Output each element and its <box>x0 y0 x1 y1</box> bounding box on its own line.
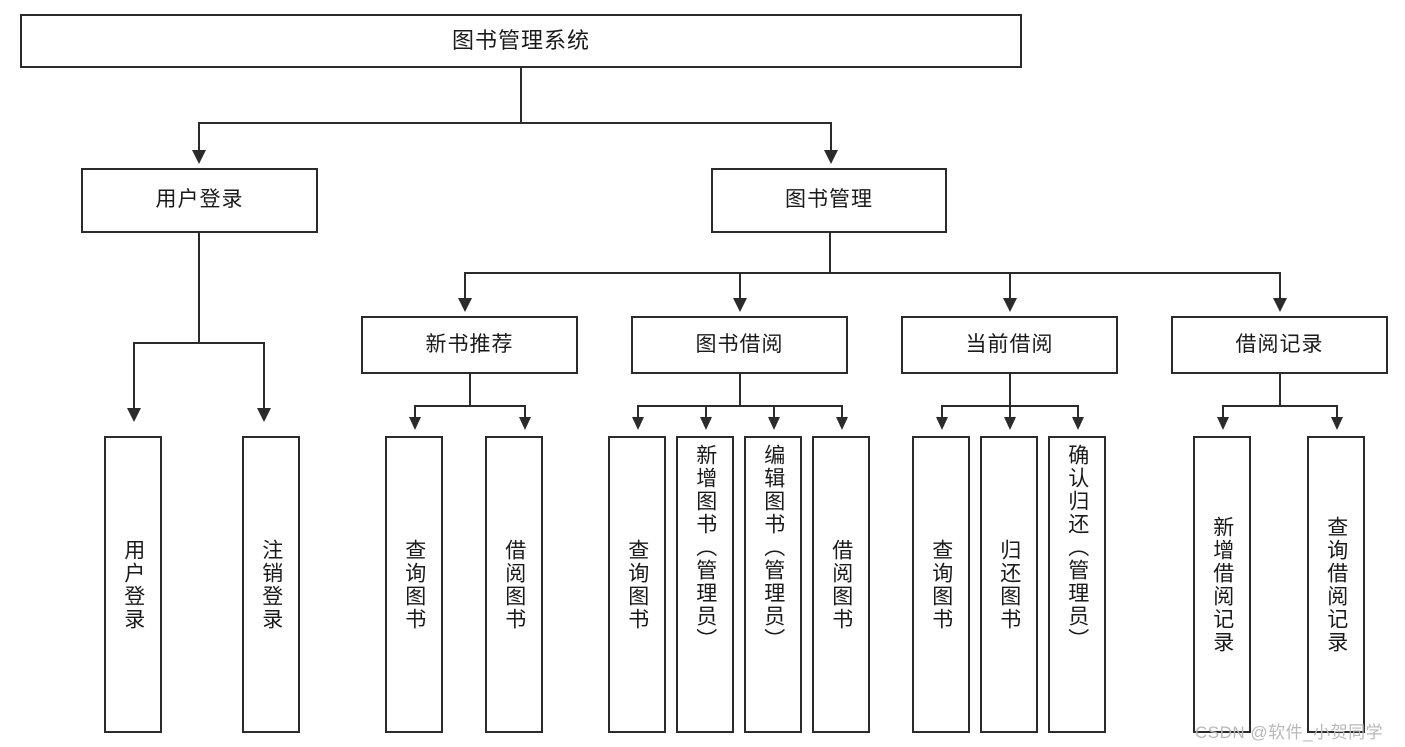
leaf-add-borrow-record[interactable]: 新增借阅记录 <box>1193 436 1251 733</box>
arrowhead-borrow-record-leaf-1 <box>1217 417 1229 430</box>
leaf-confirm-return-admin[interactable]: 确认归还（管理员） <box>1048 436 1106 733</box>
connector-book-borrow-leaf-1 <box>637 405 639 419</box>
connector-book-borrow-leaf-2 <box>705 405 707 419</box>
connector-book-borrow-stem <box>739 374 741 406</box>
node-label: 用户登录 <box>121 538 145 631</box>
arrowhead-book-borrow-leaf-3 <box>768 417 780 430</box>
connector-new-book-leaf-1 <box>414 405 416 419</box>
connector-current-borrow-leaf-3 <box>1077 405 1079 419</box>
node-user-login[interactable]: 用户登录 <box>81 168 318 233</box>
arrowhead-user-login-leaf-1 <box>127 408 141 422</box>
leaf-return-book[interactable]: 归还图书 <box>980 436 1038 733</box>
arrowhead-bm-to-new-book <box>458 298 472 312</box>
node-book-management[interactable]: 图书管理 <box>711 168 947 233</box>
connector-bm-to-borrow-record <box>1279 272 1281 300</box>
arrowhead-user-login-leaf-2 <box>257 408 271 422</box>
leaf-query-book-current[interactable]: 查询图书 <box>912 436 970 733</box>
node-new-book-recommend[interactable]: 新书推荐 <box>361 316 578 374</box>
arrowhead-borrow-record-leaf-2 <box>1331 417 1343 430</box>
connector-current-borrow-stem <box>1009 374 1011 406</box>
leaf-edit-book-admin[interactable]: 编辑图书（管理员） <box>744 436 802 733</box>
connector-root-to-user-login <box>198 122 200 152</box>
connector-book-management-stem <box>829 233 831 273</box>
node-label: 查询图书 <box>625 538 649 631</box>
node-label: 新增图书（管理员） <box>693 444 717 651</box>
connector-root-bus <box>198 122 832 124</box>
arrowhead-current-borrow-leaf-2 <box>1004 417 1016 430</box>
arrowhead-root-to-book-management <box>824 150 838 164</box>
node-borrow-record[interactable]: 借阅记录 <box>1171 316 1388 374</box>
connector-new-book-leaf-2 <box>524 405 526 419</box>
arrowhead-bm-to-current-borrow <box>1003 298 1017 312</box>
connector-bm-to-book-borrow <box>739 272 741 300</box>
connector-borrow-record-leaf-1 <box>1222 405 1224 419</box>
arrowhead-current-borrow-leaf-1 <box>936 417 948 430</box>
arrowhead-book-borrow-leaf-2 <box>700 417 712 430</box>
connector-new-book-bus <box>414 405 526 407</box>
leaf-query-book-borrow[interactable]: 查询图书 <box>608 436 666 733</box>
node-label: 编辑图书（管理员） <box>761 444 785 651</box>
connector-root-stem <box>520 68 522 123</box>
leaf-borrow-book-recommend[interactable]: 借阅图书 <box>485 436 543 733</box>
arrowhead-book-borrow-leaf-4 <box>836 417 848 430</box>
node-label: 图书管理系统 <box>451 28 590 54</box>
node-label: 当前借阅 <box>965 332 1054 356</box>
connector-current-borrow-leaf-2 <box>1009 405 1011 419</box>
connector-borrow-record-leaf-2 <box>1336 405 1338 419</box>
connector-user-login-bus <box>133 342 265 344</box>
leaf-borrow-book[interactable]: 借阅图书 <box>812 436 870 733</box>
connector-book-management-bus <box>464 272 1280 274</box>
node-label: 注销登录 <box>259 538 283 631</box>
arrowhead-bm-to-borrow-record <box>1273 298 1287 312</box>
node-label: 借阅记录 <box>1235 332 1324 356</box>
connector-borrow-record-bus <box>1222 405 1338 407</box>
connector-user-login-to-leaf-2 <box>263 342 265 410</box>
node-book-borrow[interactable]: 图书借阅 <box>631 316 848 374</box>
node-label: 用户登录 <box>155 188 244 212</box>
connector-user-login-stem <box>198 233 200 343</box>
connector-user-login-to-leaf-1 <box>133 342 135 410</box>
arrowhead-new-book-leaf-1 <box>409 417 421 430</box>
connector-root-to-book-management <box>830 122 832 152</box>
node-current-borrow[interactable]: 当前借阅 <box>901 316 1118 374</box>
node-label: 借阅图书 <box>502 538 526 631</box>
connector-new-book-stem <box>469 374 471 406</box>
arrowhead-current-borrow-leaf-3 <box>1072 417 1084 430</box>
node-label: 查询图书 <box>402 538 426 631</box>
node-label: 确认归还（管理员） <box>1065 444 1089 651</box>
connector-bm-to-current-borrow <box>1009 272 1011 300</box>
arrowhead-book-borrow-leaf-1 <box>632 417 644 430</box>
arrowhead-new-book-leaf-2 <box>519 417 531 430</box>
leaf-query-book-recommend[interactable]: 查询图书 <box>385 436 443 733</box>
node-label: 图书管理 <box>785 188 873 212</box>
node-label: 借阅图书 <box>829 538 853 631</box>
arrowhead-bm-to-book-borrow <box>733 298 747 312</box>
leaf-query-borrow-record[interactable]: 查询借阅记录 <box>1307 436 1365 733</box>
leaf-logout[interactable]: 注销登录 <box>242 436 300 733</box>
connector-bm-to-new-book <box>464 272 466 300</box>
connector-book-borrow-leaf-4 <box>841 405 843 419</box>
node-label: 查询图书 <box>929 538 953 631</box>
node-label: 归还图书 <box>997 538 1021 631</box>
leaf-add-book-admin[interactable]: 新增图书（管理员） <box>676 436 734 733</box>
connector-book-borrow-bus <box>637 405 843 407</box>
node-label: 新书推荐 <box>425 332 514 356</box>
leaf-user-login[interactable]: 用户登录 <box>104 436 162 733</box>
node-label: 新增借阅记录 <box>1210 515 1234 654</box>
node-label: 图书借阅 <box>695 332 784 356</box>
connector-current-borrow-leaf-1 <box>941 405 943 419</box>
node-root-book-management-system[interactable]: 图书管理系统 <box>20 14 1022 68</box>
connector-book-borrow-leaf-3 <box>773 405 775 419</box>
arrowhead-root-to-user-login <box>192 150 206 164</box>
connector-borrow-record-stem <box>1279 374 1281 406</box>
node-label: 查询借阅记录 <box>1324 515 1348 654</box>
